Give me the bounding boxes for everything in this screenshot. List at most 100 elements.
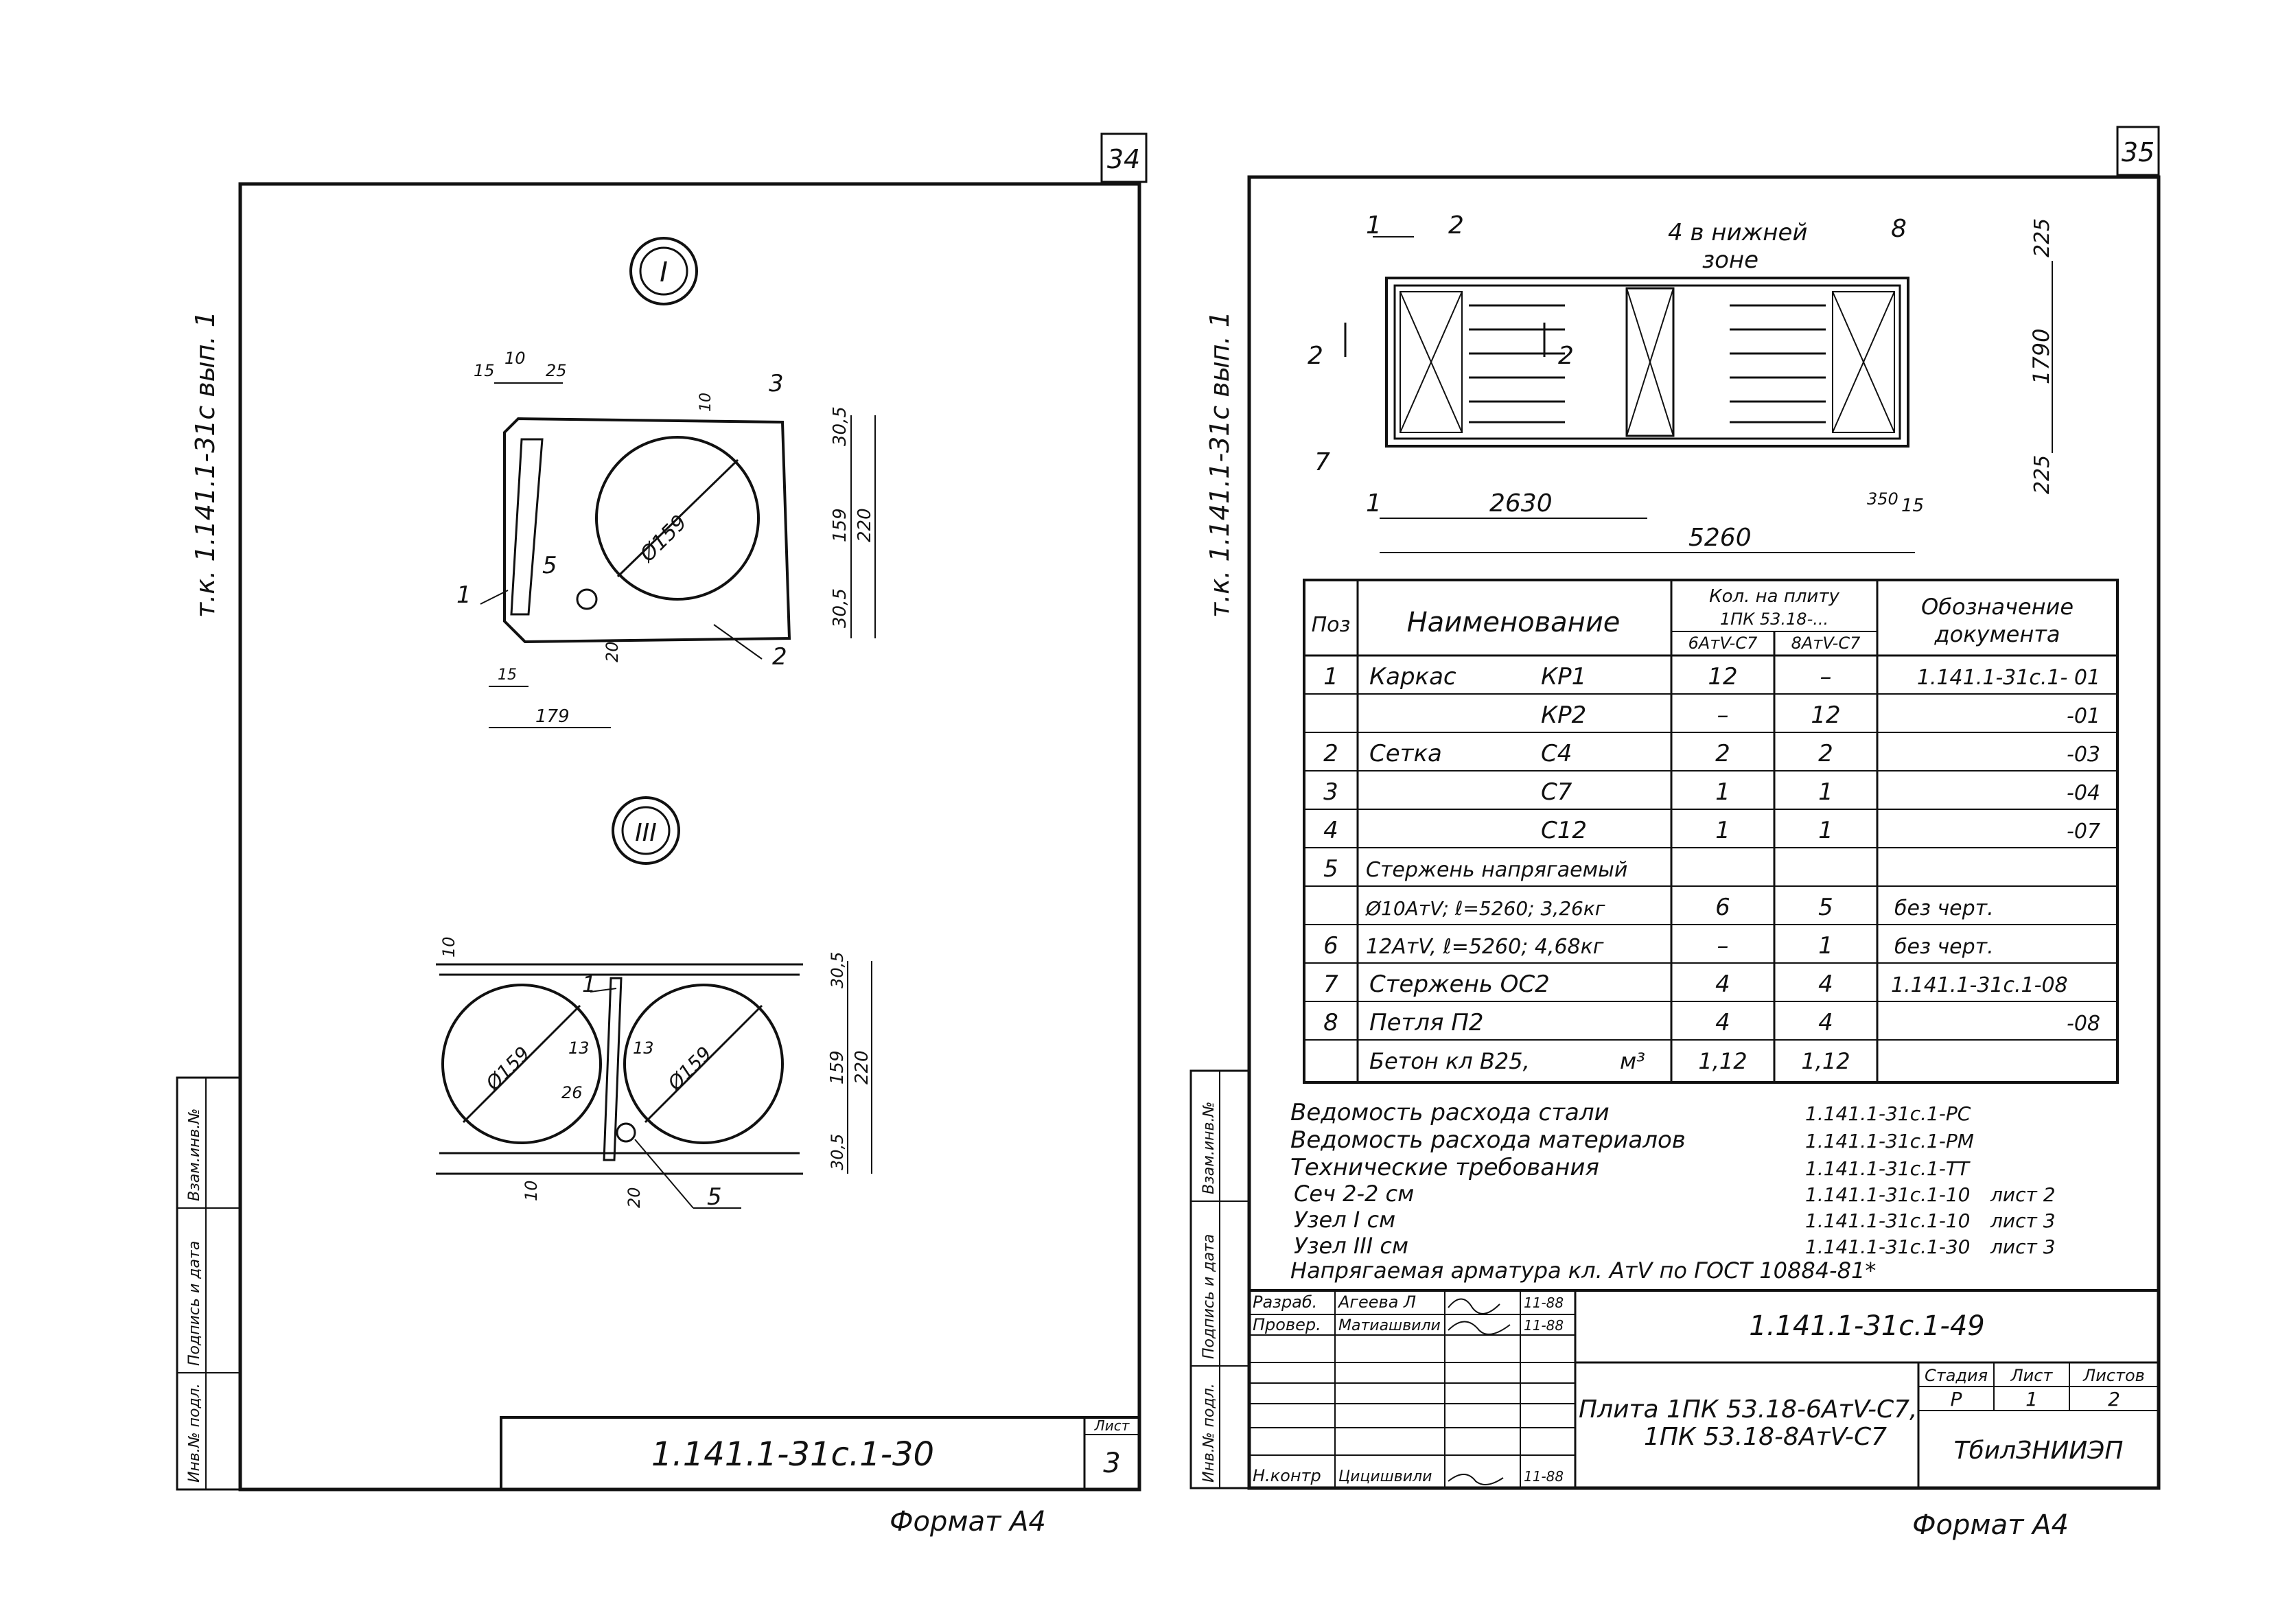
diameter-label: Ø159: [481, 1042, 534, 1095]
page-number: 35: [2122, 137, 2155, 167]
reference-sheet: лист 3: [1990, 1209, 2056, 1232]
spec-row-mark: С7: [1541, 778, 1572, 806]
node-III-title: III: [635, 819, 657, 847]
header-qty-group: Кол. на плиту: [1709, 586, 1839, 607]
spec-row-doc: 1.141.1-31с.1-08: [1891, 973, 2068, 997]
plan-callout: 4 в нижней: [1668, 219, 1808, 246]
spec-row-pos: 6: [1323, 932, 1338, 960]
section-mark: 2: [1308, 342, 1323, 370]
spec-table: Поз Наименование Кол. на плиту 1ПК 53.18…: [1303, 579, 2119, 1084]
header-qty-sub: 1ПК 53.18-...: [1720, 610, 1828, 629]
role-date: 11-88: [1524, 1317, 1564, 1334]
spec-row-b: –: [1820, 663, 1832, 691]
dim-text: 13: [568, 1039, 590, 1058]
spec-row-b: 1: [1818, 932, 1833, 960]
spec-row-name: Стержень напрягаемый: [1366, 858, 1627, 882]
slab-plan: 1 2 4 в нижней зоне 8 2 2 7 1 2630 5260 …: [1308, 211, 2054, 553]
callout: 5: [707, 1183, 722, 1211]
callout: 1: [456, 581, 472, 609]
spec-row-b: 12: [1811, 701, 1840, 729]
left-sheet: 34 т.к. 1.141.1-31с вып. 1 Взам.инв.№ По…: [176, 132, 1148, 1538]
stage-label: Стадия: [1925, 1366, 1988, 1385]
dim-text: 5260: [1688, 524, 1752, 552]
spec-row-doc: -07: [2067, 820, 2100, 844]
dim-text: 350: [1867, 489, 1898, 509]
dim-text: 159: [830, 508, 850, 542]
spec-row-pos: 5: [1323, 855, 1338, 883]
dim-text: 15: [474, 361, 495, 380]
dim-text: 10: [504, 349, 526, 368]
stamp-code: 1.141.1-31с.1-30: [651, 1435, 934, 1474]
dim-text: 20: [603, 641, 622, 662]
margin-label-inventory: Инв.№ подл.: [1200, 1383, 1218, 1483]
dim-text: 220: [855, 508, 875, 542]
dim-text: 225: [2030, 218, 2054, 257]
spec-row-mark: м³: [1620, 1048, 1645, 1074]
spec-row-pos: 3: [1323, 778, 1338, 806]
reference-code: 1.141.1-31с.1-РС: [1805, 1102, 1971, 1125]
callout: 1: [582, 971, 596, 997]
spec-row-b: 4: [1818, 1009, 1833, 1036]
format-label: Формат А4: [890, 1506, 1046, 1538]
reference-code: 1.141.1-31с.1-ТТ: [1805, 1157, 1971, 1180]
reference-text: Ведомость расхода материалов: [1290, 1126, 1686, 1154]
callout: 5: [542, 552, 557, 579]
header-doc-1: Обозначение: [1921, 594, 2074, 620]
header-col-b: 8АтV-С7: [1791, 634, 1861, 653]
dim-text: 10: [697, 393, 715, 412]
spec-row-b: 4: [1818, 971, 1833, 998]
spec-row-b: 1: [1818, 778, 1833, 806]
organization: ТбилЗНИИЭП: [1954, 1437, 2124, 1465]
sheets-value: 2: [2108, 1388, 2120, 1411]
title-block: Разраб. Агеева Л 11-88 Провер. Матиашвил…: [1248, 1289, 2160, 1489]
stamp-sheet-label: Лист: [1094, 1417, 1130, 1434]
callout: 3: [769, 370, 784, 397]
stage-value: Р: [1951, 1388, 1962, 1411]
reference-text: Технические требования: [1290, 1154, 1599, 1181]
spec-row-a: 4: [1715, 971, 1730, 998]
dim-text: 30,5: [828, 952, 847, 988]
spec-row-b: 2: [1818, 740, 1833, 767]
dim-text: 225: [2030, 455, 2054, 494]
side-label: т.к. 1.141.1-31с вып. 1: [1205, 311, 1235, 618]
reference-list: Ведомость расхода стали 1.141.1-31с.1-РС…: [1290, 1099, 2056, 1284]
reference-text: Ведомость расхода стали: [1290, 1099, 1610, 1126]
spec-row-doc: без черт.: [1894, 896, 1994, 920]
role-label: Н.контр: [1253, 1466, 1321, 1485]
plan-callout: 1: [1366, 211, 1382, 240]
dim-text: 15: [498, 666, 517, 684]
dim-text: 1790: [2028, 329, 2054, 384]
sheet-label: Лист: [2010, 1366, 2054, 1385]
reference-code: 1.141.1-31с.1-РМ: [1805, 1130, 1974, 1152]
page-number: 34: [1107, 144, 1140, 174]
title-block-code: 1.141.1-31с.1-49: [1749, 1310, 1985, 1342]
spec-row-pos: 4: [1323, 817, 1338, 844]
dim-text: 220: [852, 1050, 872, 1084]
spec-row-doc: -01: [2067, 704, 2100, 728]
header-doc-2: документа: [1934, 621, 2060, 647]
header-col-a: 6АтV-С7: [1688, 634, 1758, 653]
role-name: Матиашвили: [1338, 1317, 1441, 1334]
node-I-diameter: Ø159: [634, 511, 691, 568]
spec-row-b: 5: [1818, 894, 1833, 921]
dim-text: 15: [1901, 496, 1924, 516]
spec-row-mark: С4: [1541, 740, 1572, 767]
reference-text: Узел I см: [1294, 1207, 1395, 1233]
plan-callout: 2: [1448, 211, 1464, 240]
spec-row-doc: -08: [2067, 1012, 2100, 1036]
section-mark: 1: [1366, 489, 1382, 518]
signature-image: [1448, 1474, 1504, 1485]
spec-row-name: Сетка: [1369, 740, 1442, 767]
spec-row-pos: 7: [1323, 971, 1338, 998]
title-block-title-2: 1ПК 53.18-8АтV-С7: [1644, 1423, 1887, 1451]
right-sheet: 35 т.к. 1.141.1-31с вып. 1 Взам.инв.№ По…: [1189, 126, 2161, 1541]
reference-code: 1.141.1-31с.1-30: [1805, 1236, 1970, 1258]
role-date: 11-88: [1524, 1295, 1564, 1311]
rebar-note: Напрягаемая арматура кл. АтV по ГОСТ 108…: [1290, 1257, 1876, 1284]
role-name: Агеева Л: [1337, 1292, 1416, 1312]
spec-row-a: –: [1717, 932, 1729, 960]
spec-row-a: 4: [1715, 1009, 1730, 1036]
title-block-title-1: Плита 1ПК 53.18-6АтV-С7,: [1579, 1395, 1917, 1424]
diameter-label: Ø159: [663, 1042, 716, 1095]
plan-callout: 8: [1891, 215, 1907, 243]
